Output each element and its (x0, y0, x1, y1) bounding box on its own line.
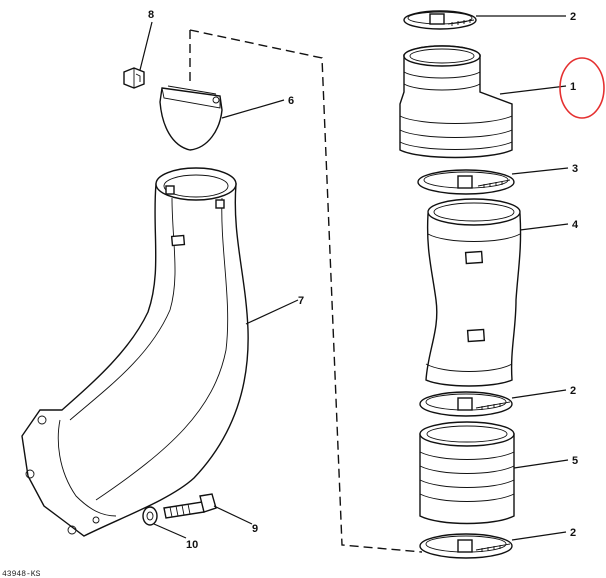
callout-2-bottom: 2 (570, 527, 576, 539)
leader-8 (139, 21, 153, 71)
callout-8: 8 (148, 9, 154, 21)
leader-10 (153, 523, 187, 539)
assembly-boundary-dash (189, 29, 423, 553)
part-10-washer (142, 506, 158, 526)
callout-10: 10 (186, 539, 198, 551)
leader-9 (213, 505, 253, 525)
callout-2-top: 2 (570, 11, 576, 23)
leader-6 (221, 99, 285, 119)
leader-2-middle (511, 389, 567, 399)
callout-1: 1 (570, 81, 576, 93)
leader-5 (513, 459, 569, 469)
callout-5: 5 (572, 455, 578, 467)
part-7-elbow-duct (21, 167, 249, 537)
leader-4 (519, 223, 569, 231)
part-1-reducer-coupling (399, 45, 513, 159)
callout-6: 6 (288, 95, 294, 107)
leader-2-bottom (511, 531, 567, 541)
leader-3 (511, 167, 569, 175)
part-9-bolt (163, 493, 217, 519)
part-2-hose-clamp-bottom (419, 533, 513, 559)
callout-4: 4 (572, 219, 579, 231)
leader-1 (499, 85, 567, 95)
part-2-hose-clamp-middle (419, 391, 513, 417)
part-6-cover (159, 85, 223, 151)
callout-7: 7 (298, 295, 304, 307)
leader-7 (245, 299, 299, 325)
part-8-clip (123, 67, 145, 89)
callout-3: 3 (572, 163, 578, 175)
part-2-hose-clamp-top (403, 10, 477, 30)
callout-2-middle: 2 (570, 385, 576, 397)
highlight-circle (559, 57, 605, 119)
part-4-formed-hose (425, 198, 522, 387)
callout-9: 9 (252, 523, 258, 535)
figure-code: 43948-KS (2, 570, 41, 578)
part-5-straight-coupling (419, 421, 515, 525)
part-3-hose-clamp (417, 169, 515, 195)
